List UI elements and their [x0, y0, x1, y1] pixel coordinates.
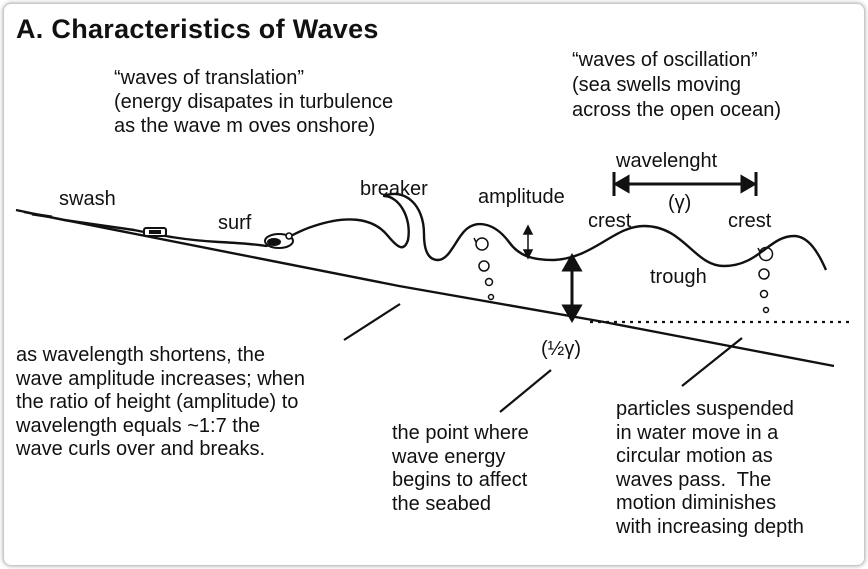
water-surface-line — [15, 192, 828, 271]
oscillation-line-1: (sea swells moving — [572, 74, 741, 96]
oscillation-line-2: across the open ocean) — [572, 99, 782, 121]
label-crest-1: crest — [588, 210, 632, 232]
label-trough: trough — [650, 266, 707, 288]
wavelength-bracket — [612, 172, 758, 196]
label-swash: swash — [59, 188, 116, 210]
label-wavelength-symbol: (γ) — [668, 192, 692, 214]
amplitude-arrow — [522, 224, 534, 260]
translation-heading: “waves of translation” — [114, 67, 305, 89]
label-breaker: breaker — [360, 178, 428, 200]
particles-note-leader — [681, 337, 743, 387]
swash-mark — [31, 212, 53, 219]
label-crest-2: crest — [728, 210, 772, 232]
wave-diagram — [15, 172, 850, 413]
particle-orbits-left — [473, 237, 495, 301]
translation-line-1: (energy disapates in turbulence — [114, 91, 394, 113]
amplitude-note-leader — [343, 303, 401, 341]
label-wavelength: wavelenght — [616, 150, 718, 172]
diagram-frame: A. Characteristics of Waves “waves of tr… — [3, 3, 865, 566]
surf-foam — [143, 227, 294, 249]
label-surf: surf — [218, 212, 252, 234]
page-title: A. Characteristics of Waves — [16, 14, 379, 44]
particles-note: particles suspended in water move in a c… — [616, 398, 804, 538]
particle-orbits-right — [757, 246, 774, 314]
translation-line-2: as the wave m oves onshore) — [114, 115, 376, 137]
oscillation-heading: “waves of oscillation” — [572, 49, 758, 71]
depth-arrow — [561, 252, 583, 324]
label-amplitude: amplitude — [478, 186, 565, 208]
label-half-wavelength: (½γ) — [541, 338, 581, 360]
seabed-note-leader — [499, 369, 552, 413]
seabed-line — [23, 210, 835, 368]
seabed-note: the point where wave energy begins to af… — [392, 422, 529, 515]
amplitude-note: as wavelength shortens, the wave amplitu… — [16, 344, 306, 461]
